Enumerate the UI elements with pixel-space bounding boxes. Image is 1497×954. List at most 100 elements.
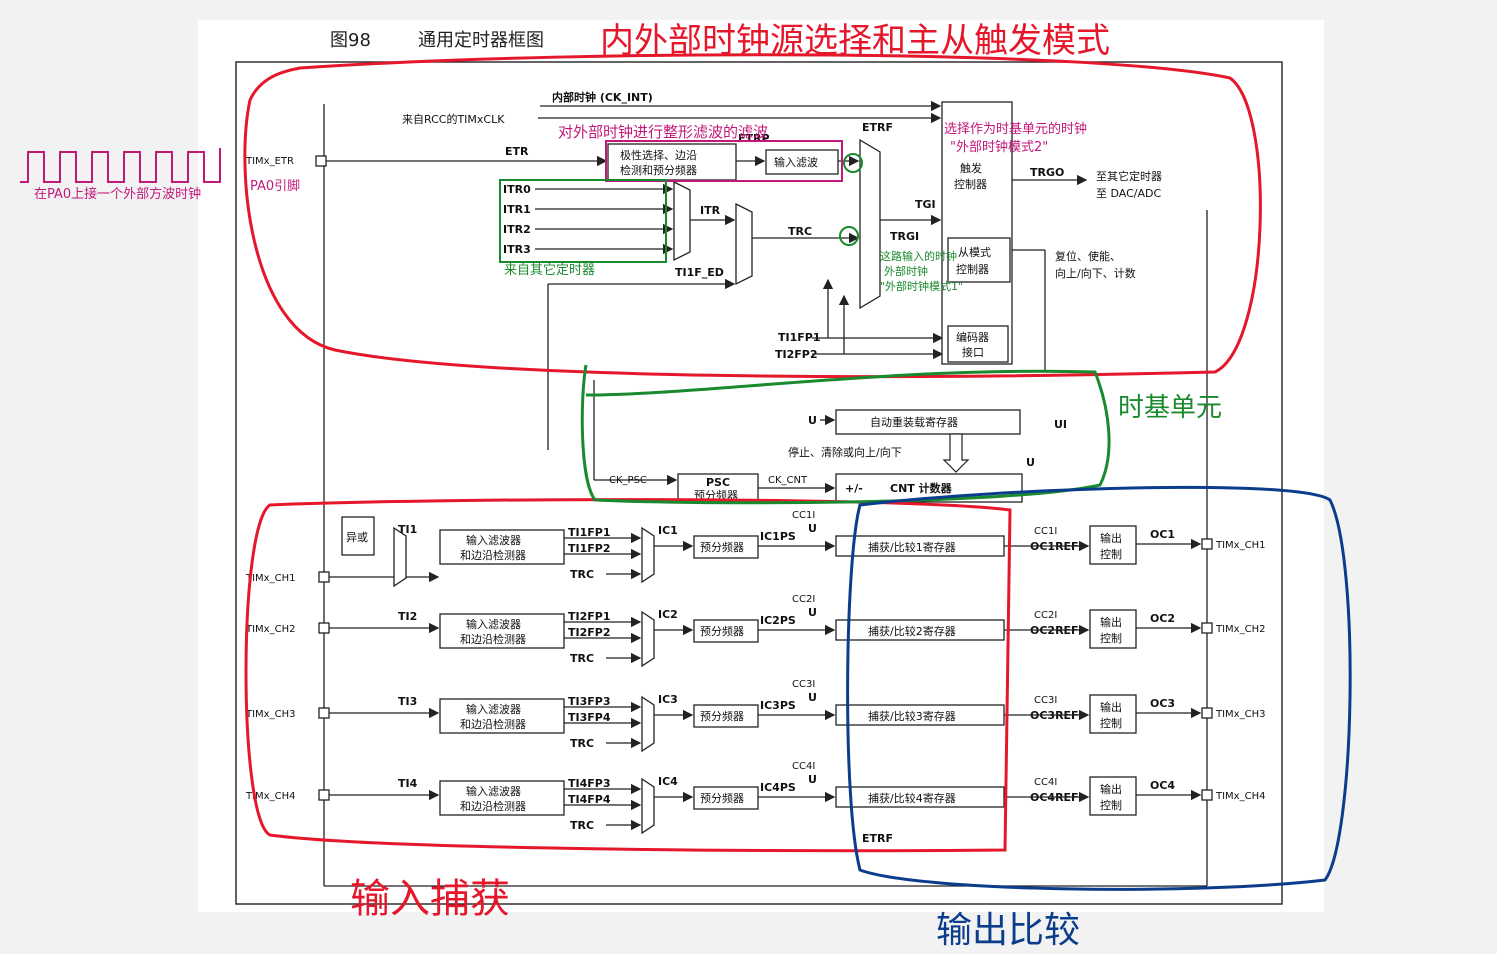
ic-label: IC2 [658,608,678,621]
input-filter-block [439,780,565,816]
oc-label: OC1 [1150,528,1175,541]
cci-label: CC3I [792,679,815,690]
trgi-mux [859,138,881,310]
ic-mux [641,526,655,584]
trigger-ctrl-line-1: 触发 [960,161,982,175]
filter-line-1: 输入滤波器 [466,784,521,798]
input-filter-block [439,529,565,565]
fp-b-label: TI1FP2 [568,542,610,555]
channel-row: TIMx_CH1TI1输入滤波器和边沿检测器TI1FP1TI1FP2TRCIC1… [245,510,1265,584]
channel-row: TIMx_CH3TI3输入滤波器和边沿检测器TI3FP3TI3FP4TRCIC3… [245,679,1265,753]
output-ctrl-line-1: 输出 [1100,700,1122,714]
itr0-label: ITR0 [503,183,531,196]
itr-highlight [499,179,667,263]
channel-row: TIMx_CH4TI4输入滤波器和边沿检测器TI4FP3TI4FP4TRCIC4… [245,761,1265,835]
polarity-line-2: 检测和预分频器 [620,163,697,177]
ti1fp1-label: TI1FP1 [778,331,820,344]
trgi-label: TRGI [890,230,919,243]
output-pin-label: TIMx_CH1 [1215,540,1265,551]
cnt-label: CNT 计数器 [890,481,953,495]
tgi-label: TGI [915,198,936,211]
output-ctrl-line-1: 输出 [1100,531,1122,545]
etr-label: ETR [505,145,529,158]
input-filter-block [439,698,565,734]
cci-out-label: CC3I [1034,695,1057,706]
input-pin [318,622,330,634]
input-pin-label: TIMx_CH1 [245,573,295,584]
ti1f-ed-label: TI1F_ED [675,266,724,279]
annotation-select-note-2: "外部时钟模式2" [950,139,1048,155]
icps-label: IC2PS [760,614,796,627]
annotation-timebase: 时基单元 [1118,393,1222,423]
prescaler-block [693,619,759,643]
output-ctrl-line-2: 控制 [1100,631,1122,645]
rcc-clock-label: 来自RCC的TIMxCLK [402,112,505,126]
slave-mode-line-2: 控制器 [956,262,989,276]
fp-b-label: TI3FP4 [568,711,611,724]
output-control-block [1089,609,1137,649]
trgo-target-2: 至 DAC/ADC [1096,187,1161,200]
output-ctrl-line-1: 输出 [1100,782,1122,796]
filter-highlight [605,140,843,182]
trigger-ctrl-line-2: 控制器 [954,177,987,191]
slave-mode-line-1: 从模式 [958,246,991,259]
input-filter-label: 输入滤波 [774,155,818,169]
annotation-top-title: 内外部时钟源选择和主从触发模式 [600,21,1110,61]
fp-b-label: TI2FP2 [568,626,610,639]
trgo-target-1: 至其它定时器 [1096,169,1162,183]
ti-label: TI4 [398,777,418,790]
slave-action-2: 向上/向下、计数 [1055,266,1136,280]
polarity-block [607,143,737,181]
etr-pin-label: TIMx_ETR [245,156,294,167]
annotation-pin-note: 在PA0上接一个外部方波时钟 [34,186,201,202]
filter-line-2: 和边沿检测器 [460,632,526,646]
itr1-label: ITR1 [503,203,531,216]
filter-line-1: 输入滤波器 [466,617,521,631]
input-pin-label: TIMx_CH4 [245,791,295,802]
trgo-label: TRGO [1030,166,1064,179]
ck-cnt-label: CK_CNT [768,475,808,486]
output-ctrl-line-1: 输出 [1100,615,1122,629]
document-page [198,20,1324,912]
diagram-frame [235,61,1283,905]
clock-section-outline [243,53,1262,379]
output-pin [1201,622,1213,634]
output-pin-label: TIMx_CH2 [1215,624,1265,635]
input-pin-label: TIMx_CH3 [245,709,295,720]
controller-column [941,101,1013,365]
slave-mode-block [947,237,1011,283]
channel-row: TIMx_CH2TI2输入滤波器和边沿检测器TI2FP1TI2FP2TRCIC2… [245,594,1265,668]
timebase-u-label: U [1026,456,1035,469]
figure-title: 通用定时器框图 [418,30,544,51]
trc-input-label: TRC [570,819,594,832]
etrf-bottom-label: ETRF [862,832,893,845]
trc-input-label: TRC [570,568,594,581]
output-pin [1201,538,1213,550]
auto-reload-label: 自动重装载寄存器 [870,415,958,429]
ti2fp2-label: TI2FP2 [775,348,817,361]
etrf-mark [843,153,863,173]
ic-label: IC4 [658,775,678,788]
xor-label: 异或 [346,531,368,544]
polarity-line-1: 极性选择、边沿 [620,148,697,162]
prescaler-label: 预分频器 [700,791,744,805]
itr-inputs: ITR0 ITR1 ITR2 ITR3 [503,183,674,256]
autoreload-u-label: U [808,414,817,427]
trc-mark [839,226,859,246]
stop-clear-label: 停止、清除或向上/向下 [788,445,902,459]
encoder-line-1: 编码器 [956,330,989,344]
filter-line-2: 和边沿检测器 [460,548,526,562]
fp-a-label: TI1FP1 [568,526,610,539]
icps-label: IC4PS [760,781,796,794]
fp-a-label: TI4FP3 [568,777,610,790]
psc-block [677,473,759,503]
prescaler-label: 预分频器 [700,624,744,638]
register-label: 捕获/比较4寄存器 [868,791,956,805]
annotation-select-note-1: 选择作为时基单元的时钟 [944,121,1087,137]
output-pin [1201,707,1213,719]
cnt-sign: +/- [845,482,863,495]
itr-label: ITR [700,204,721,217]
output-ctrl-line-2: 控制 [1100,716,1122,730]
slave-action-1: 复位、使能、 [1055,249,1121,263]
ui-label: UI [1054,418,1067,431]
